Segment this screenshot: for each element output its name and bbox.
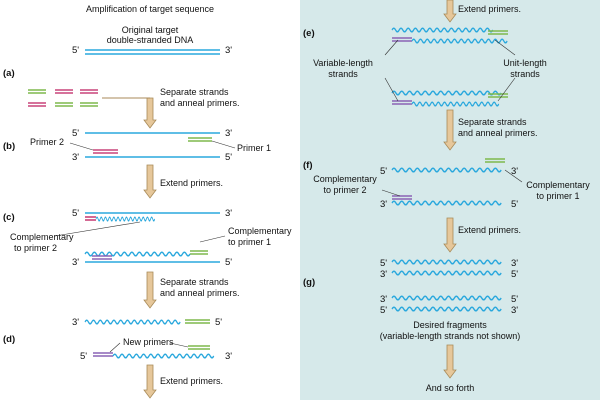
action-separate-1b: and anneal primers. <box>160 98 240 108</box>
right-panel <box>300 0 600 400</box>
unit-length-line1: Unit-length <box>503 58 547 68</box>
strands-g: 5' 3' 3' 5' 3' 5' 5' 3' <box>380 258 518 316</box>
end-label: 5' <box>215 317 222 328</box>
end-label: 3' <box>380 199 387 210</box>
end-label: 5' <box>511 199 518 210</box>
end-label: 5' <box>511 269 518 280</box>
strands-e <box>384 27 516 107</box>
action-separate-2b: and anneal primers. <box>160 288 240 298</box>
desired-fragments-line2: (variable-length strands not shown) <box>380 331 521 341</box>
comp-primer2-line2: to primer 2 <box>14 243 57 253</box>
step-c-label: (c) <box>3 212 15 223</box>
variable-length-line2: strands <box>328 69 358 79</box>
original-label-line1: Original target <box>122 25 179 35</box>
end-label: 5' <box>380 166 387 177</box>
new-primers-label: New primers <box>123 337 174 347</box>
end-label: 3' <box>380 269 387 280</box>
step-d-label: (d) <box>3 334 15 345</box>
action-extend-1: Extend primers. <box>160 178 223 188</box>
process-arrow <box>443 217 457 253</box>
end-label: 5' <box>72 128 79 139</box>
action-separate-1a: Separate strands <box>160 87 229 97</box>
primer-pool <box>28 89 150 107</box>
comp-primer2-f-line2: to primer 2 <box>323 185 366 195</box>
step-f-label: (f) <box>303 160 313 171</box>
action-separate-3b: and anneal primers. <box>458 128 538 138</box>
comp-primer1-f-line1: Complementary <box>526 180 590 190</box>
primer-1-label: Primer 1 <box>237 143 271 153</box>
comp-primer1-line1: Complementary <box>228 226 292 236</box>
process-arrow <box>443 0 457 23</box>
end-label: 5' <box>380 258 387 269</box>
end-label: 3' <box>511 305 518 316</box>
end-label: 3' <box>225 351 232 362</box>
step-b-label: (b) <box>3 141 15 152</box>
figure-title: Amplification of target sequence <box>86 4 214 14</box>
process-arrow <box>143 164 157 199</box>
process-arrow <box>143 364 157 399</box>
end-label: 3' <box>72 152 79 163</box>
step-g-label: (g) <box>303 277 315 288</box>
end-label: 5' <box>72 45 79 56</box>
left-panel <box>0 0 300 400</box>
end-label: 5' <box>80 351 87 362</box>
comp-primer2-line1: Complementary <box>10 232 74 242</box>
action-extend-top: Extend primers. <box>458 4 521 14</box>
end-label: 5' <box>380 305 387 316</box>
action-separate-3a: Separate strands <box>458 117 527 127</box>
end-label: 3' <box>511 258 518 269</box>
end-label: 5' <box>72 208 79 219</box>
end-label: 3' <box>72 257 79 268</box>
end-label: 3' <box>225 45 232 56</box>
end-label: 5' <box>225 152 232 163</box>
process-arrow <box>143 271 157 309</box>
process-arrow <box>143 97 157 129</box>
process-arrows <box>143 0 457 399</box>
step-e-label: (e) <box>303 28 315 39</box>
original-label-line2: double-stranded DNA <box>107 35 194 45</box>
end-label: 5' <box>511 294 518 305</box>
strands-b: 5' 3' 3' 5' <box>69 128 236 163</box>
and-so-forth-label: And so forth <box>426 383 475 393</box>
comp-primer2-f-line1: Complementary <box>313 174 377 184</box>
strands-c: 5' 3' 3' 5' <box>54 208 232 268</box>
process-arrow <box>443 109 457 151</box>
process-arrow <box>443 344 457 379</box>
action-separate-2a: Separate strands <box>160 277 229 287</box>
action-extend-2: Extend primers. <box>160 376 223 386</box>
comp-primer1-line2: to primer 1 <box>228 237 271 247</box>
desired-fragments-line1: Desired fragments <box>413 320 487 330</box>
action-extend-3: Extend primers. <box>458 225 521 235</box>
step-a-label: (a) <box>3 68 15 79</box>
original-dna: 5' 3' <box>72 45 232 56</box>
end-label: 3' <box>225 128 232 139</box>
strands-d: 3' 5' 5' 3' <box>72 317 232 362</box>
end-label: 3' <box>511 166 518 177</box>
end-label: 5' <box>225 257 232 268</box>
end-label: 3' <box>225 208 232 219</box>
unit-length-line2: strands <box>510 69 540 79</box>
variable-length-line1: Variable-length <box>313 58 373 68</box>
end-label: 3' <box>380 294 387 305</box>
primer-2-label: Primer 2 <box>30 137 64 147</box>
comp-primer1-f-line2: to primer 1 <box>536 191 579 201</box>
end-label: 3' <box>72 317 79 328</box>
strands-f: 5' 3' 3' 5' <box>380 158 523 210</box>
